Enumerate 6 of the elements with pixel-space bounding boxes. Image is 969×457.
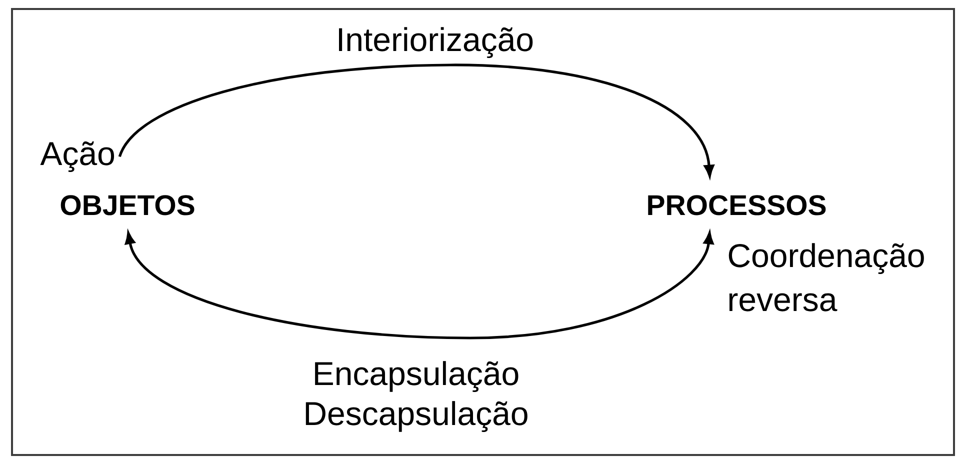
concept-label: PROCESSOS — [648, 195, 826, 216]
edge-label: Encapsulação Descapsulação — [306, 361, 528, 432]
node-text: Ação — [40, 141, 114, 172]
text-label: Coordenação reversa — [728, 243, 924, 312]
concept-label: OBJETOS — [60, 195, 194, 216]
edge-label: Interiorização — [339, 27, 533, 58]
